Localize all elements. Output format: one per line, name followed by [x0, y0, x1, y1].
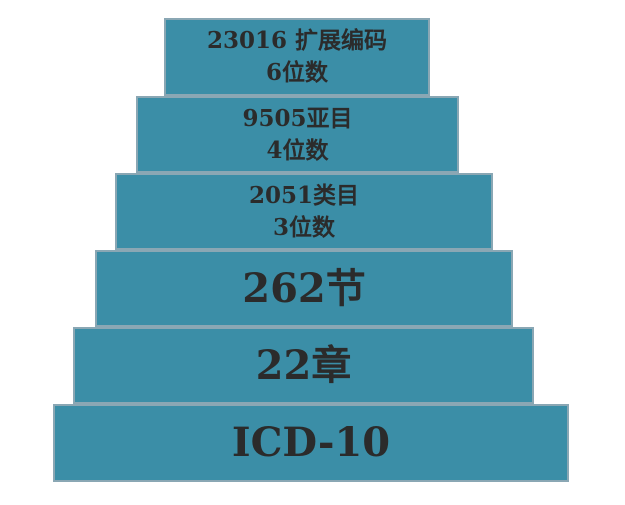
pyramid-tier-chapters: 22章	[73, 327, 534, 404]
tier-label: 22章	[255, 341, 352, 389]
pyramid-tier-sections: 262节	[95, 250, 513, 327]
tier-count-label: 9505亚目	[242, 104, 353, 132]
pyramid-tier-extension-codes: 23016 扩展编码 6位数	[164, 18, 430, 96]
tier-digit-label: 4位数	[266, 136, 329, 164]
tier-count-label: 23016 扩展编码	[206, 27, 388, 54]
tier-digit-label: 6位数	[265, 59, 328, 86]
tier-count-label: 2051类目	[248, 181, 359, 209]
tier-digit-label: 3位数	[272, 213, 335, 241]
pyramid-tier-base: ICD-10	[53, 404, 569, 482]
pyramid-tier-categories: 2051类目 3位数	[115, 173, 493, 250]
pyramid-tier-subcategories: 9505亚目 4位数	[136, 96, 459, 173]
tier-label: 262节	[242, 264, 366, 312]
tier-label: ICD-10	[231, 419, 391, 466]
